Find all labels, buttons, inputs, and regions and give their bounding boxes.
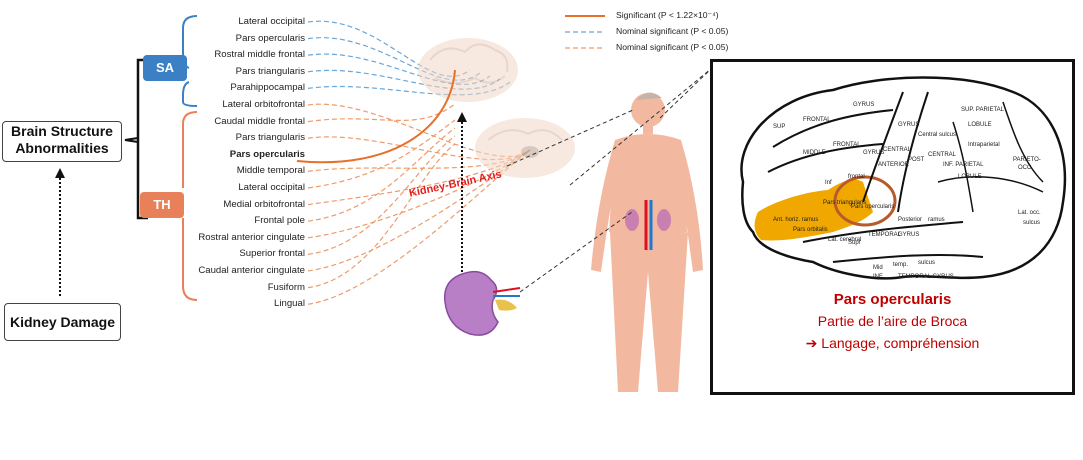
brain-anatomy-label: SUP	[773, 124, 786, 130]
lateral-brain-diagram	[740, 76, 1067, 280]
region-label: Caudal middle frontal	[214, 115, 305, 127]
brain-anatomy-label: MIDDLE	[803, 150, 826, 156]
brain-anatomy-label: CENTRAL	[928, 152, 957, 158]
sa-badge: SA	[143, 55, 187, 81]
brain-anatomy-label: INF	[873, 274, 883, 280]
brain-anatomy-label: GYRUS	[863, 150, 885, 156]
th-bracket	[182, 111, 198, 188]
panel-function: ➔ Langage, compréhension	[805, 335, 980, 351]
connection-line	[307, 20, 471, 77]
brain-anatomy-label: TEMPORAL GYRUS	[898, 274, 954, 280]
legend-nominal-orange: Nominal significant (P < 0.05)	[616, 42, 729, 52]
brain-anatomy-label: frontal	[848, 174, 865, 180]
region-label: Fusiform	[267, 281, 305, 293]
brain-anatomy-label: Intraparietal	[968, 142, 1000, 148]
brain-anatomy-label: TEMPORAL	[868, 232, 902, 238]
region-label: Frontal pole	[254, 215, 305, 227]
connection-line	[307, 136, 531, 161]
region-label: Parahippocampal	[230, 82, 305, 94]
brain-anatomy-label: sulcus	[918, 260, 936, 266]
region-label: Pars opercularis	[229, 148, 305, 160]
brain-box-line2: Abnormalities	[15, 140, 109, 156]
th-badge: TH	[140, 192, 184, 218]
brain-anatomy-label: LOBULE	[968, 122, 992, 128]
region-label: Lateral orbitofrontal	[222, 99, 305, 110]
brain-anatomy-label: FRONTAL	[833, 142, 861, 148]
brain-anatomy-label: temp.	[893, 262, 909, 268]
brain-anatomy-label: ANTERIOR	[878, 162, 910, 168]
legend-nominal-blue: Nominal significant (P < 0.05)	[616, 26, 729, 36]
brain-anatomy-label: sulcus	[1023, 220, 1041, 226]
region-label: Pars opercularis	[235, 32, 305, 44]
brain-anatomy-label: FRONTAL	[803, 117, 831, 123]
brain-anatomy-label: GYRUS	[898, 122, 920, 128]
upper-brain-illustration	[418, 38, 518, 102]
connection-line	[307, 119, 456, 189]
brain-anatomy-label: LOBULE	[958, 174, 982, 180]
region-label: Superior frontal	[239, 248, 305, 260]
region-label: Caudal anterior cingulate	[198, 265, 305, 276]
panel-subtitle: Partie de l’aire de Broca	[817, 313, 968, 329]
brain-anatomy-label: INF. PARIETAL	[943, 162, 984, 168]
brain-anatomy-label: SUP. PARIETAL	[961, 107, 1005, 113]
kidney-illustration	[443, 270, 521, 336]
region-label: Lateral occipital	[238, 16, 305, 27]
brain-anatomy-label: Pars triangularis	[823, 200, 867, 206]
region-label: Lingual	[274, 298, 305, 310]
region-label: Medial orbitofrontal	[223, 198, 305, 210]
brain-anatomy-label: PARIETO-	[1013, 157, 1041, 163]
brain-anatomy-label: Lat. occ.	[1018, 210, 1041, 216]
region-label: Pars triangularis	[235, 132, 305, 144]
connection-line	[307, 103, 456, 123]
brain-anatomy-label: GYRUS	[853, 102, 875, 108]
kidney-damage-box: Kidney Damage	[4, 303, 121, 341]
connection-line	[307, 127, 456, 222]
brain-anatomy-label: GYRUS	[898, 232, 920, 238]
region-label: Middle temporal	[236, 165, 305, 177]
brain-anatomy-label: ramus	[928, 217, 945, 223]
brain-anatomy-label: Mid	[873, 265, 883, 271]
lower-brain-illustration	[475, 118, 575, 178]
broca-circle-highlight	[833, 175, 897, 227]
region-label: Pars triangularis	[235, 65, 305, 77]
legend-significant: Significant (P < 1.22×10⁻⁴)	[616, 10, 719, 20]
brain-anatomy-label: Pars orbitalis	[793, 227, 828, 233]
brain-anatomy-label: Ant. horiz. ramus	[773, 217, 819, 223]
brain-anatomy-label: Supr	[848, 240, 861, 246]
region-label: Rostral middle frontal	[214, 49, 305, 61]
causal-arrow-head	[55, 168, 65, 178]
brain-anatomy-label: CENTRAL	[883, 147, 912, 153]
region-label: Rostral anterior cingulate	[198, 231, 305, 243]
brain-anatomy-label: Pars opercularis	[851, 204, 895, 210]
brain-anatomy-label: Lat. cerebral	[828, 237, 862, 243]
brain-anatomy-label: POST	[908, 157, 925, 163]
brain-anatomy-label: Central sulcus	[918, 132, 957, 138]
brain-box-line1: Brain Structure	[11, 123, 113, 139]
broca-region	[754, 179, 873, 241]
connection-line	[307, 143, 456, 289]
connection-line	[307, 135, 456, 255]
brain-structure-box: Brain Structure Abnormalities	[2, 121, 122, 162]
brain-anatomy-label: Inf	[825, 180, 832, 186]
brain-anatomy-label: Posterior	[898, 217, 923, 223]
human-figure	[591, 92, 703, 392]
panel-title: Pars opercularis	[833, 291, 952, 308]
brain-anatomy-label: OCC.	[1018, 165, 1033, 171]
region-label: Lateral occipital	[238, 182, 305, 193]
